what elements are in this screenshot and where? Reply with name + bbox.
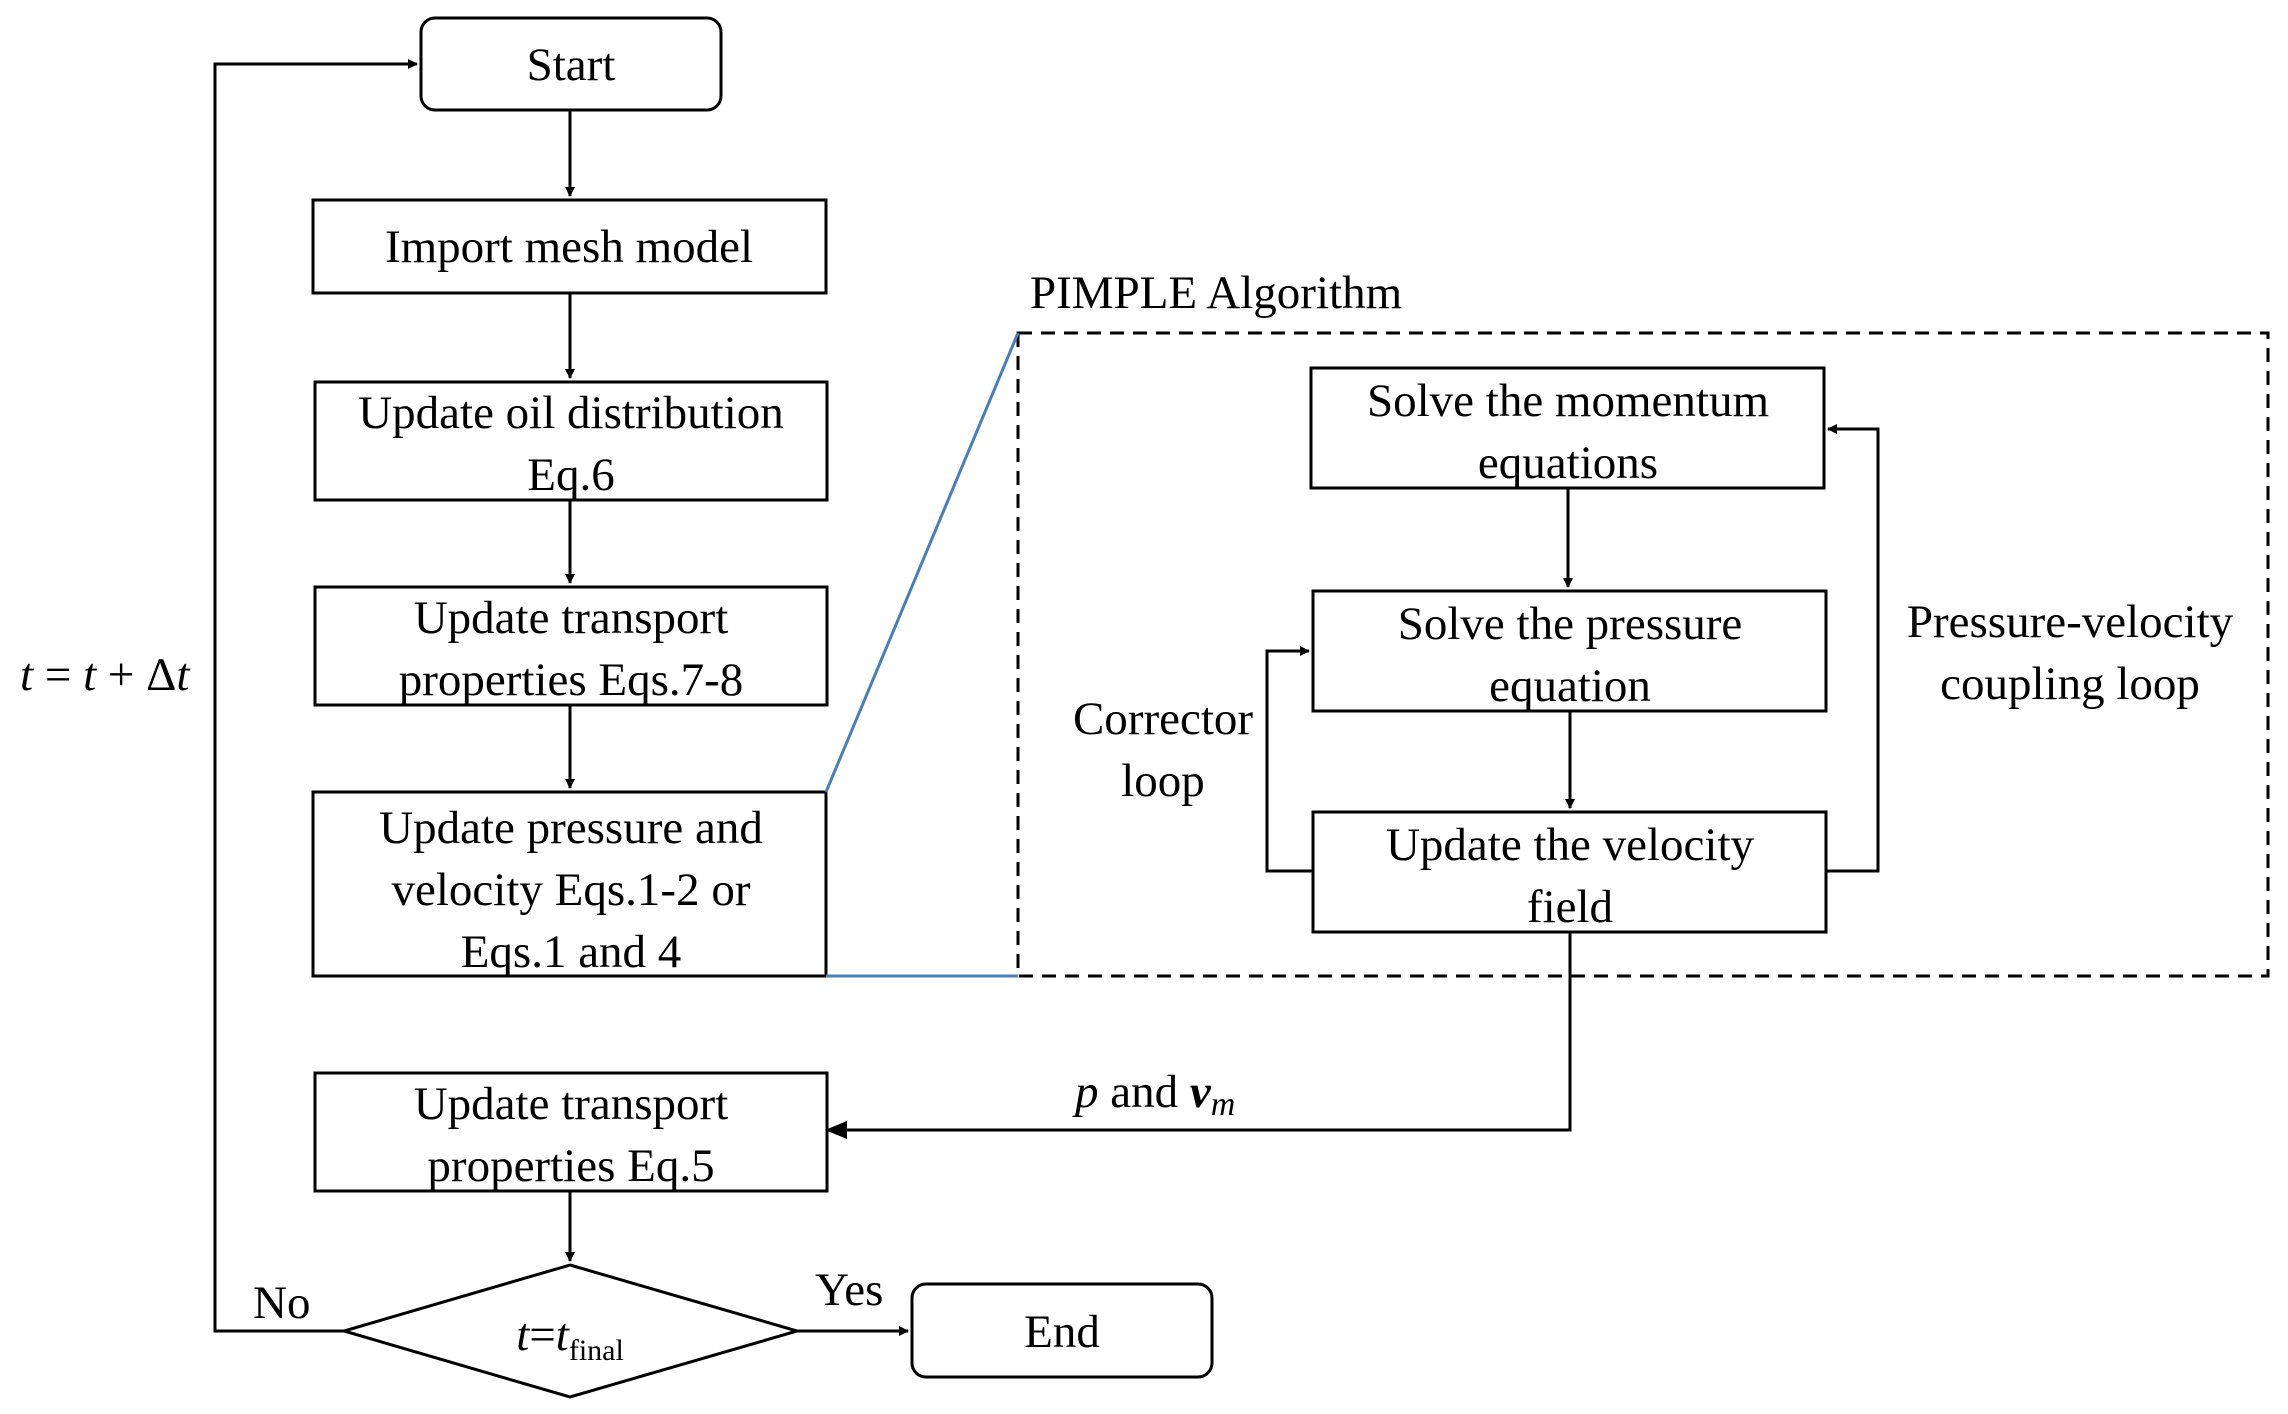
loop-back-arrow <box>213 59 418 1333</box>
end-node: End <box>910 1282 1214 1379</box>
solve-momentum-line2: equations <box>1478 437 1658 489</box>
solve-momentum-node: Solve the momentum equations <box>1309 366 1826 490</box>
coupling-loop-arrow <box>1826 424 1880 873</box>
update-pv-line2: velocity Eqs.1-2 or <box>392 864 751 916</box>
pimple-dashed-box <box>1016 331 2270 978</box>
update-velocity-node: Update the velocity field <box>1311 810 1828 934</box>
update-pv-line3: Eqs.1 and 4 <box>461 926 682 978</box>
p-and-v-label: p and vm <box>1072 1066 1235 1123</box>
solve-pressure-line2: equation <box>1489 660 1651 712</box>
import-mesh-node: Import mesh model <box>311 198 828 295</box>
update-transport-1-node: Update transport properties Eqs.7-8 <box>313 585 829 707</box>
corrector-loop-line1: Corrector <box>1073 693 1253 745</box>
main-arrows <box>213 59 909 1336</box>
update-pv-line1: Update pressure and <box>379 802 763 854</box>
update-transport-1-line2: properties Eqs.7-8 <box>399 654 744 706</box>
pimple-arrows <box>825 424 1880 1139</box>
solve-pressure-line1: Solve the pressure <box>1398 598 1743 650</box>
decision-node: t=tfinal <box>338 1263 803 1399</box>
zoom-line-top <box>824 332 1020 793</box>
time-update-label: t = t + Δt <box>20 649 190 701</box>
update-transport-2-line1: Update transport <box>414 1078 729 1130</box>
update-oil-line1: Update oil distribution <box>358 387 784 439</box>
end-label: End <box>1024 1306 1100 1358</box>
update-velocity-line2: field <box>1527 881 1613 933</box>
update-transport-1-line1: Update transport <box>414 592 729 644</box>
update-pressure-velocity-node: Update pressure and velocity Eqs.1-2 or … <box>311 790 828 978</box>
update-oil-line2: Eq.6 <box>527 449 614 501</box>
coupling-loop-line2: coupling loop <box>1940 658 2200 710</box>
update-transport-2-line2: properties Eq.5 <box>427 1140 714 1192</box>
solve-pressure-node: Solve the pressure equation <box>1311 589 1828 713</box>
start-node: Start <box>419 16 723 112</box>
start-label: Start <box>527 39 616 91</box>
corrector-loop-line2: loop <box>1121 755 1205 807</box>
update-oil-node: Update oil distribution Eq.6 <box>313 380 829 502</box>
pimple-title: PIMPLE Algorithm <box>1030 267 1402 319</box>
solve-momentum-line1: Solve the momentum <box>1367 375 1769 427</box>
decision-label: t=tfinal <box>516 1309 624 1367</box>
yes-label: Yes <box>815 1264 883 1316</box>
update-velocity-line1: Update the velocity <box>1386 819 1755 871</box>
import-mesh-label: Import mesh model <box>385 221 753 273</box>
update-transport-2-node: Update transport properties Eq.5 <box>313 1071 829 1193</box>
corrector-loop-arrow <box>1265 646 1313 873</box>
coupling-loop-line1: Pressure-velocity <box>1907 596 2234 648</box>
no-label: No <box>253 1277 310 1329</box>
arrow-velocity-transport2 <box>825 932 1572 1139</box>
